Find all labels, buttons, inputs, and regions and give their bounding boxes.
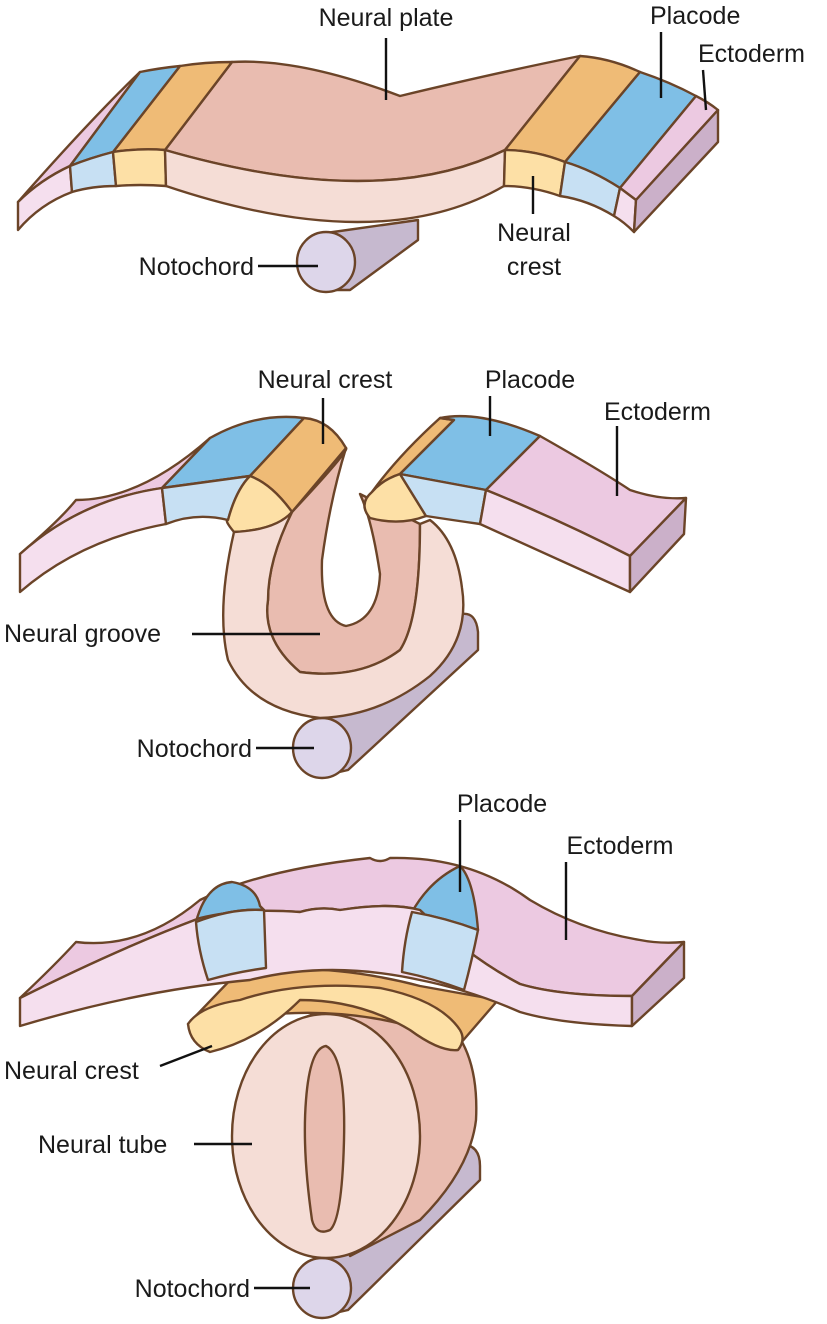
label-neural-crest: Neural crest xyxy=(258,366,393,394)
notochord-1 xyxy=(295,218,420,294)
label-placode: Placode xyxy=(457,790,547,818)
label-placode: Placode xyxy=(485,366,575,394)
label-ectoderm: Ectoderm xyxy=(567,832,674,860)
neural-crest-side-right xyxy=(363,472,428,523)
panel-neural-plate: Neural plate Placode Ectoderm Neural cre… xyxy=(16,2,805,294)
leader-ectoderm xyxy=(701,69,708,111)
label-neural-crest: Neural crest xyxy=(4,1057,139,1085)
placode-side-left xyxy=(194,908,268,982)
label-neural-crest-line2: crest xyxy=(507,253,561,281)
panel-neural-groove: Neural crest Placode Ectoderm Neural gro… xyxy=(4,366,711,780)
ectoderm-end-face xyxy=(630,940,686,1028)
label-notochord: Notochord xyxy=(139,253,254,281)
label-neural-tube: Neural tube xyxy=(38,1131,167,1159)
label-notochord: Notochord xyxy=(135,1275,250,1303)
label-notochord: Notochord xyxy=(137,735,252,763)
label-placode: Placode xyxy=(650,2,740,30)
placode-side-right xyxy=(400,910,480,992)
panel-neural-tube: Placode Ectoderm Neural crest Neural tub… xyxy=(4,790,686,1320)
label-neural-groove: Neural groove xyxy=(4,620,161,648)
label-neural-crest-line1: Neural xyxy=(497,219,571,247)
ectoderm-end-face xyxy=(628,496,688,594)
neural-groove-outer xyxy=(222,510,465,720)
neural-crest-side xyxy=(186,984,464,1054)
label-ectoderm: Ectoderm xyxy=(604,398,711,426)
label-neural-plate: Neural plate xyxy=(319,4,454,32)
ectoderm-end-face xyxy=(632,108,720,234)
label-ectoderm: Ectoderm xyxy=(698,40,805,68)
notochord-face xyxy=(295,230,357,294)
leader-neural-crest xyxy=(159,1044,213,1068)
neural-crest-side-left xyxy=(111,148,168,188)
neural-tube-lumen xyxy=(303,1044,346,1233)
